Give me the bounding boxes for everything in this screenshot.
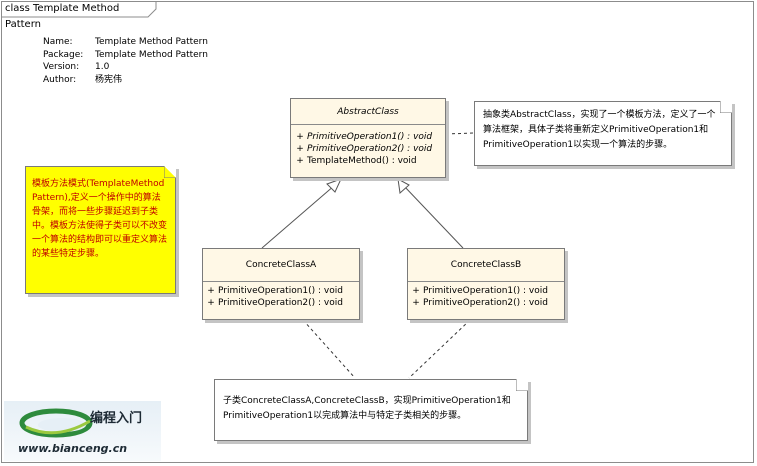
note-link-abstract <box>445 132 475 135</box>
operation-signature: PrimitiveOperation1() : void <box>218 286 343 296</box>
logo-title: 编程入门 <box>90 411 143 426</box>
operation-row: + TemplateMethod() : void <box>293 155 445 167</box>
meta-value: 1.0 <box>95 62 110 72</box>
meta-row-package: Package: Template Method Pattern <box>43 49 208 62</box>
class-name: ConcreteClassA <box>203 249 359 282</box>
concrete-class-b-box[interactable]: ConcreteClassB + PrimitiveOperation1() :… <box>407 248 565 320</box>
frame-title: class Template Method Pattern <box>5 3 120 30</box>
class-name: ConcreteClassB <box>408 249 564 282</box>
class-operations: + PrimitiveOperation1() : void + Primiti… <box>408 282 564 309</box>
note-text: 子类ConcreteClassA,ConcreteClassB，实现Primit… <box>223 396 511 421</box>
generalization-arrowhead-a <box>326 178 342 193</box>
class-name: AbstractClass <box>291 99 445 125</box>
operation-signature: PrimitiveOperation2() : void <box>307 144 433 154</box>
diagram-metadata: Name: Template Method Pattern Package: T… <box>43 36 208 86</box>
visibility-marker: + <box>296 156 304 166</box>
operation-signature: PrimitiveOperation1() : void <box>423 286 548 296</box>
operation-signature: TemplateMethod() : void <box>307 156 417 166</box>
note-fold-icon <box>516 379 528 391</box>
operation-signature: PrimitiveOperation1() : void <box>307 132 433 142</box>
operation-row: + PrimitiveOperation1() : void <box>204 285 359 297</box>
meta-key: Name: <box>43 37 73 47</box>
operation-signature: PrimitiveOperation2() : void <box>423 298 548 308</box>
frame-tab-outline <box>1 1 157 18</box>
operation-row: + PrimitiveOperation2() : void <box>293 143 445 155</box>
note-fold-icon <box>720 101 732 113</box>
operation-row: + PrimitiveOperation2() : void <box>204 297 359 309</box>
operation-row: + PrimitiveOperation1() : void <box>293 131 445 143</box>
concrete-classes-note[interactable]: 子类ConcreteClassA,ConcreteClassB，实现Primit… <box>214 379 528 441</box>
abstract-class-note[interactable]: 抽象类AbstractClass，实现了一个模板方法，定义了一个算法框架，具体子… <box>474 101 732 166</box>
meta-key: Package: <box>43 49 84 60</box>
generalization-line-a <box>261 184 336 249</box>
logo-swoosh-icon <box>19 408 93 438</box>
note-text: 模板方法模式(TemplateMethod Pattern),定义一个操作中的算… <box>32 179 168 259</box>
meta-value: 杨宪伟 <box>95 74 123 85</box>
generalization-arrowhead-b <box>397 178 410 194</box>
class-operations: + PrimitiveOperation1() : void + Primiti… <box>291 125 445 167</box>
class-operations: + PrimitiveOperation1() : void + Primiti… <box>203 282 359 309</box>
visibility-marker: + <box>296 132 304 142</box>
concrete-class-a-box[interactable]: ConcreteClassA + PrimitiveOperation1() :… <box>202 248 360 320</box>
operation-row: + PrimitiveOperation1() : void <box>409 285 564 297</box>
operation-row: + PrimitiveOperation2() : void <box>409 297 564 309</box>
meta-row-version: Version: 1.0 <box>43 61 208 74</box>
note-fold-icon <box>164 166 176 178</box>
meta-row-author: Author: 杨宪伟 <box>43 74 208 87</box>
abstract-class-box[interactable]: AbstractClass + PrimitiveOperation1() : … <box>290 98 446 178</box>
pattern-definition-note[interactable]: 模板方法模式(TemplateMethod Pattern),定义一个操作中的算… <box>25 166 176 294</box>
visibility-marker: + <box>207 298 215 308</box>
operation-signature: PrimitiveOperation2() : void <box>218 298 343 308</box>
note-text: 抽象类AbstractClass，实现了一个模板方法，定义了一个算法框架，具体子… <box>483 110 716 150</box>
meta-key: Author: <box>43 74 77 85</box>
note-link-concrete-b <box>408 319 471 379</box>
generalization-line-b <box>403 185 464 249</box>
meta-key: Version: <box>43 62 80 72</box>
meta-value: Template Method Pattern <box>95 49 208 60</box>
meta-row-name: Name: Template Method Pattern <box>43 36 208 49</box>
visibility-marker: + <box>412 298 420 308</box>
visibility-marker: + <box>296 144 304 154</box>
meta-value: Template Method Pattern <box>95 37 208 47</box>
visibility-marker: + <box>412 286 420 296</box>
visibility-marker: + <box>207 286 215 296</box>
site-watermark-logo: 编程入门 www.bianceng.cn <box>4 401 161 461</box>
note-link-concrete-a <box>302 319 356 379</box>
logo-url: www.bianceng.cn <box>18 442 128 455</box>
